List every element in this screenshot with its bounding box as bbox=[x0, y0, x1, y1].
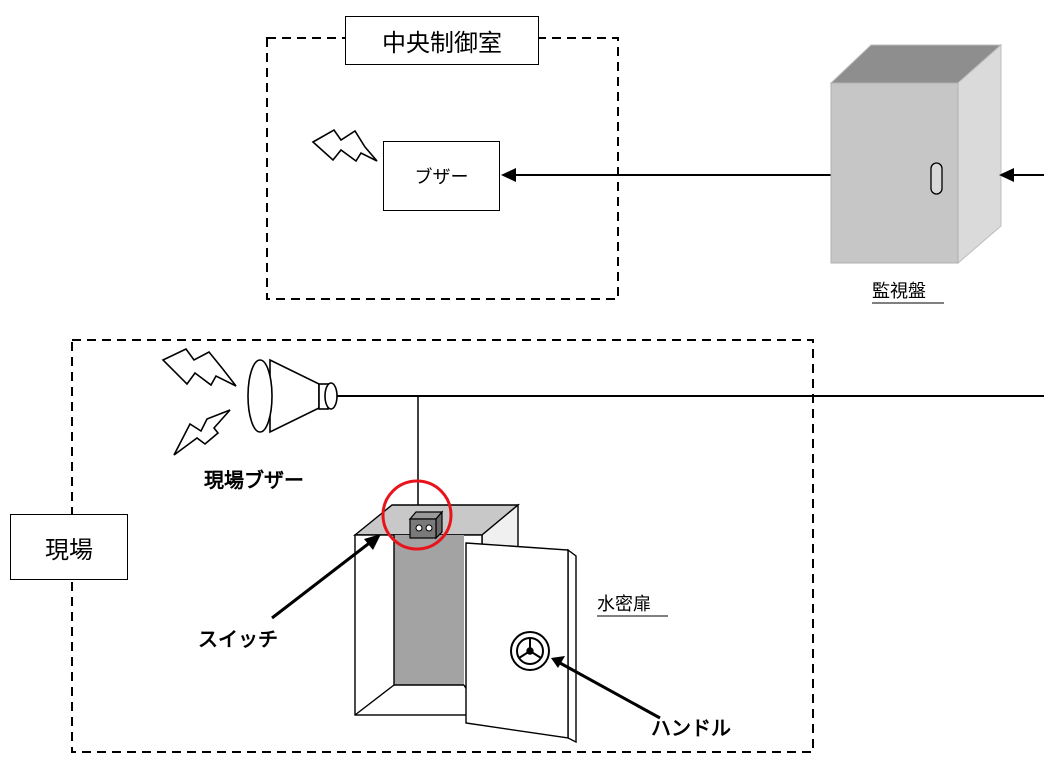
site-title: 現場 bbox=[10, 514, 128, 580]
site-alarm-lightning-icon-lower bbox=[173, 409, 231, 456]
door-opening bbox=[394, 535, 464, 685]
handle-label: ハンドル bbox=[651, 716, 731, 740]
switch-pointer-arrowhead bbox=[364, 534, 381, 550]
arrow-to-panel bbox=[999, 168, 1014, 182]
site-buzzer-horn bbox=[247, 358, 338, 434]
cabinet-handle bbox=[930, 162, 943, 195]
door-switch bbox=[408, 510, 444, 540]
control-room-title: 中央制御室 bbox=[345, 16, 539, 65]
switch-highlight-circle bbox=[381, 479, 453, 551]
handle-pointer-line bbox=[559, 661, 661, 720]
monitoring-panel-cabinet bbox=[829, 43, 1003, 265]
site-buzzer-label: 現場ブザー bbox=[204, 468, 304, 492]
control-room-frame bbox=[266, 37, 619, 300]
site-alarm-lightning-icon-upper bbox=[161, 347, 237, 387]
arrow-to-buzzer bbox=[501, 168, 516, 182]
alarm-lightning-icon bbox=[311, 128, 378, 163]
cabinet-side bbox=[957, 43, 1002, 265]
buzzer-box: ブザー bbox=[383, 141, 500, 211]
watertight-door-label: 水密扉 bbox=[597, 594, 651, 615]
switch-label: スイッチ bbox=[198, 627, 278, 651]
switch-pointer-line bbox=[271, 539, 373, 620]
monitoring-panel-label: 監視盤 bbox=[872, 281, 926, 302]
door-handle-wheel bbox=[510, 631, 550, 671]
watertight-door-leaf bbox=[465, 542, 577, 744]
handle-pointer-arrowhead bbox=[551, 656, 565, 668]
